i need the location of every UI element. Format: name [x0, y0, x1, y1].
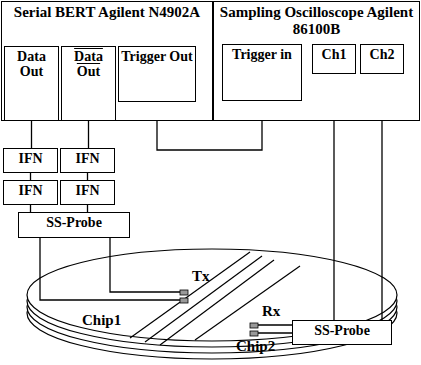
node-label: SS-Probe	[293, 321, 391, 338]
node-label: SS-Probe	[19, 213, 129, 230]
cable-line	[87, 205, 88, 212]
cable-line	[30, 173, 31, 180]
port-box: Data Out	[4, 46, 59, 121]
cable-line	[30, 205, 31, 212]
node-label: Sampling Oscilloscope Agilent 86100B	[214, 2, 419, 37]
node-label: Serial BERT Agilent N4902A	[2, 2, 212, 21]
port-box: IFN	[60, 180, 115, 205]
node-label: Ch2	[361, 45, 403, 62]
port-label: Rx	[262, 303, 280, 320]
chip-label: Chip2	[236, 338, 275, 355]
node-label: IFN	[61, 149, 114, 166]
port-box: Trigger Out	[118, 46, 196, 102]
cable-line	[31, 121, 32, 148]
cable-line	[88, 121, 89, 148]
cable-line	[87, 173, 88, 180]
port-box: SS-Probe	[292, 320, 392, 345]
chip-label: Chip1	[82, 312, 121, 329]
port-box: Ch2	[360, 44, 404, 74]
instrument-box: Sampling Oscilloscope Agilent 86100B Trig…	[213, 1, 420, 121]
node-label: IFN	[61, 181, 114, 198]
node-label: Trigger Out	[119, 47, 195, 64]
port-box: Ch1	[312, 44, 356, 74]
instrument-box: Serial BERT Agilent N4902A Data OutData O…	[1, 1, 213, 121]
port-box: SS-Probe	[18, 212, 130, 238]
node-label: IFN	[4, 149, 57, 166]
port-box: IFN	[3, 148, 58, 173]
port-box: Trigger in	[222, 44, 302, 101]
node-label: Trigger in	[223, 45, 301, 62]
node-label: Data Out	[5, 47, 58, 80]
node-label: Ch1	[313, 45, 355, 62]
port-label: Tx	[192, 268, 210, 285]
node-label: IFN	[4, 181, 57, 198]
port-box: IFN	[60, 148, 115, 173]
node-label: Data Out	[62, 47, 115, 80]
port-box: Data Out	[61, 46, 116, 121]
port-box: IFN	[3, 180, 58, 205]
